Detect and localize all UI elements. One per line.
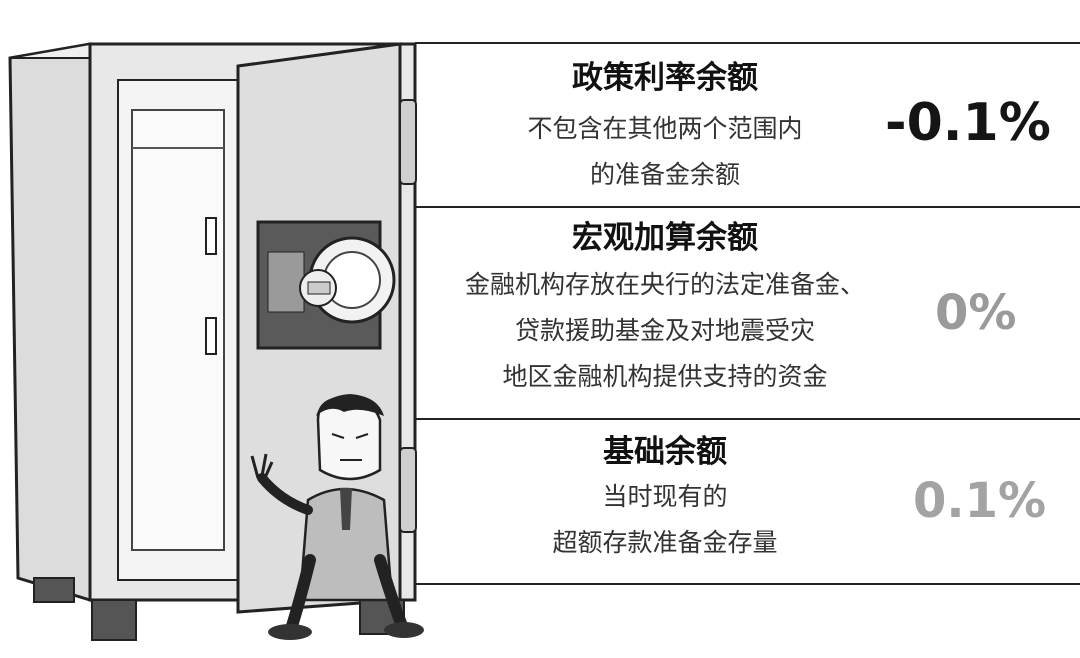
- desc-line: 的准备金余额: [589, 160, 740, 189]
- divider-1: [415, 206, 1080, 208]
- tier-policy-rate: 政策利率余额 不包含在其他两个范围内 的准备金余额 -0.1%: [415, 44, 1080, 206]
- desc-line: 地区金融机构提供支持的资金: [502, 362, 828, 391]
- desc-line: 超额存款准备金存量: [552, 528, 778, 557]
- tier-description: 不包含在其他两个范围内 的准备金余额: [415, 106, 915, 198]
- safe-illustration: [8, 42, 424, 641]
- tier-macro-add-on: 宏观加算余额 金融机构存放在央行的法定准备金、 贷款援助基金及对地震受灾 地区金…: [415, 208, 1080, 418]
- tier-description: 金融机构存放在央行的法定准备金、 贷款援助基金及对地震受灾 地区金融机构提供支持…: [415, 262, 915, 400]
- safe-foot-left: [33, 577, 75, 603]
- rate-value: 0.1%: [913, 473, 1047, 529]
- desc-line: 金融机构存放在央行的法定准备金、: [464, 270, 865, 299]
- rate-value: 0%: [935, 285, 1017, 341]
- tier-description: 当时现有的 超额存款准备金存量: [415, 474, 915, 566]
- divider-2: [415, 418, 1080, 420]
- cartoon-man: [250, 394, 424, 640]
- divider-top: [415, 42, 1080, 44]
- divider-bottom: [415, 583, 1080, 585]
- tier-title: 宏观加算余额: [572, 220, 758, 256]
- tier-basic: 基础余额 当时现有的 超额存款准备金存量 0.1%: [415, 420, 1080, 583]
- safe-side: [8, 42, 92, 603]
- desc-line: 当时现有的: [602, 482, 728, 511]
- desc-line: 不包含在其他两个范围内: [527, 114, 803, 143]
- tier-title: 政策利率余额: [572, 60, 758, 96]
- rate-value: -0.1%: [885, 93, 1051, 153]
- hinge-bottom: [399, 447, 417, 533]
- desc-line: 贷款援助基金及对地震受灾: [514, 316, 815, 345]
- tier-title: 基础余额: [603, 434, 727, 470]
- safe-foot-mid: [91, 599, 137, 641]
- hinge-top: [399, 99, 417, 185]
